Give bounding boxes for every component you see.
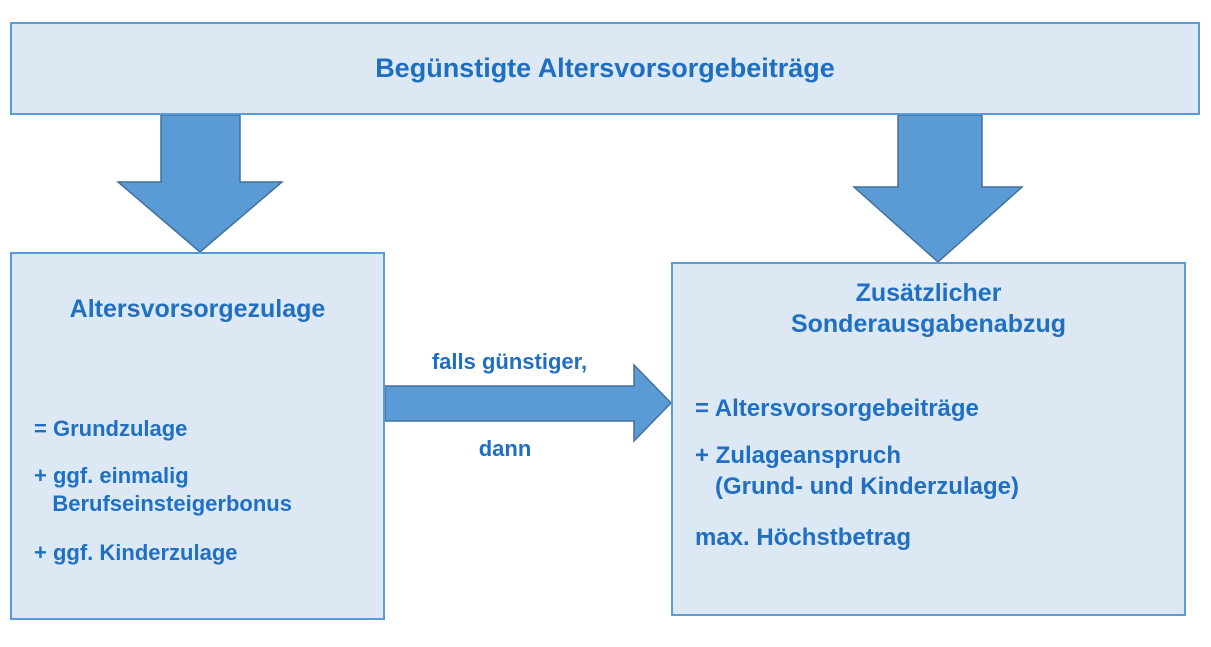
arrow-down-right [852, 114, 1024, 264]
left-item-berufseinsteigerbonus: Berufseinsteigerbonus [34, 491, 292, 516]
left-item-kinderzulage: + ggf. Kinderzulage [34, 540, 238, 565]
top-title: Begünstigte Altersvorsorgebeiträge [375, 53, 835, 83]
right-item-zulageanspruch: + Zulageanspruch [695, 442, 902, 469]
left-item-einmalig: + ggf. einmalig [34, 463, 189, 488]
right-box: Zusätzlicher Sonderausgabenabzug = Alter… [671, 262, 1186, 616]
right-box-title-line2: Sonderausgabenabzug [790, 310, 1067, 338]
left-item-grundzulage: = Grundzulage [34, 416, 188, 441]
right-item-grund-kinderzulage: (Grund- und Kinderzulage) [695, 473, 1019, 500]
right-item-beitraege: = Altersvorsorgebeiträge [695, 395, 979, 422]
right-item-hoechstbetrag: max. Höchstbetrag [695, 524, 912, 551]
arrow-right-middle [384, 363, 673, 443]
left-box: Altersvorsorgezulage = Grundzulage + ggf… [10, 252, 385, 620]
top-box: Begünstigte Altersvorsorgebeiträge [10, 22, 1200, 115]
left-box-title: Altersvorsorgezulage [69, 295, 326, 323]
middle-label-bottom: dann [478, 436, 532, 461]
right-box-title: Zusätzlicher Sonderausgabenabzug [673, 278, 1184, 340]
right-box-title-line1: Zusätzlicher [855, 279, 1002, 307]
middle-label-top: falls günstiger, [431, 349, 588, 374]
arrow-down-left [115, 114, 285, 253]
